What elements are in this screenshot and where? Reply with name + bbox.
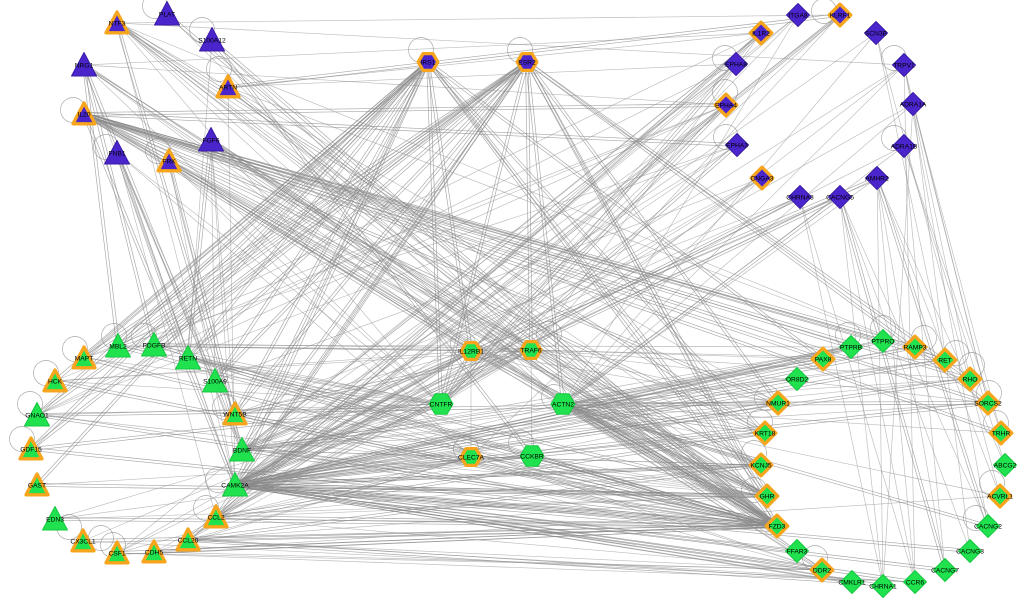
svg-text:CNGA3: CNGA3 xyxy=(750,176,773,183)
svg-text:FFAR3: FFAR3 xyxy=(787,549,808,556)
svg-text:CACNG5: CACNG5 xyxy=(826,195,854,202)
svg-text:WNT5B: WNT5B xyxy=(223,412,247,419)
svg-text:CACNG2: CACNG2 xyxy=(974,524,1002,531)
svg-text:KLRF1: KLRF1 xyxy=(830,13,851,20)
svg-text:KCNJ5: KCNJ5 xyxy=(750,463,771,470)
svg-text:NMUR1: NMUR1 xyxy=(766,401,790,408)
svg-text:MAPT: MAPT xyxy=(75,356,94,363)
svg-text:PTPRB: PTPRB xyxy=(840,345,863,352)
svg-text:PTPRO: PTPRO xyxy=(871,339,894,346)
svg-text:CHRNA3: CHRNA3 xyxy=(786,195,814,202)
svg-text:ACTN2: ACTN2 xyxy=(552,402,574,409)
svg-text:GDF15: GDF15 xyxy=(20,447,42,454)
svg-text:PDGFB: PDGFB xyxy=(142,343,166,350)
svg-text:FGF6: FGF6 xyxy=(202,138,219,145)
svg-text:GHR: GHR xyxy=(760,494,775,501)
svg-text:CCL2: CCL2 xyxy=(207,515,224,522)
svg-text:IL20: IL20 xyxy=(77,112,90,119)
svg-text:CACNG7: CACNG7 xyxy=(931,568,959,575)
svg-text:RAMP3: RAMP3 xyxy=(903,345,926,352)
svg-text:CDH5: CDH5 xyxy=(145,550,163,557)
svg-text:ITGA8: ITGA8 xyxy=(788,13,808,20)
svg-text:CSF1: CSF1 xyxy=(108,551,125,558)
svg-text:EPHA4: EPHA4 xyxy=(715,103,737,110)
svg-text:NTF3: NTF3 xyxy=(109,21,126,28)
svg-text:SCN3B: SCN3B xyxy=(865,31,888,38)
svg-text:CACNG3: CACNG3 xyxy=(956,549,984,556)
svg-text:DDR2: DDR2 xyxy=(813,568,831,575)
svg-text:MBL2: MBL2 xyxy=(109,344,127,351)
svg-text:ARTN: ARTN xyxy=(219,85,237,92)
svg-text:AMHR2: AMHR2 xyxy=(865,176,889,183)
svg-text:CAMK2A: CAMK2A xyxy=(221,483,249,490)
svg-text:IRS1: IRS1 xyxy=(421,60,436,67)
svg-text:ABCG2: ABCG2 xyxy=(994,463,1017,470)
svg-text:ADRA1A: ADRA1A xyxy=(900,102,927,109)
svg-text:HCK: HCK xyxy=(48,379,63,386)
svg-text:CCKBR: CCKBR xyxy=(520,454,544,461)
svg-text:PLAT: PLAT xyxy=(159,12,175,19)
svg-text:RETN: RETN xyxy=(179,356,197,363)
svg-text:TRPV1: TRPV1 xyxy=(893,63,915,70)
svg-text:EPHA3: EPHA3 xyxy=(726,143,748,150)
svg-text:ADRA1B: ADRA1B xyxy=(891,144,918,151)
svg-text:TRAF6: TRAF6 xyxy=(520,348,541,355)
svg-text:PAX8: PAX8 xyxy=(815,357,832,364)
svg-text:CLEC7A: CLEC7A xyxy=(458,455,485,462)
svg-text:SORCS2: SORCS2 xyxy=(974,401,1002,408)
svg-text:BDNF: BDNF xyxy=(233,448,251,455)
svg-text:CCR6: CCR6 xyxy=(906,580,924,587)
svg-text:IL1R2: IL1R2 xyxy=(752,31,770,38)
svg-text:KRT18: KRT18 xyxy=(755,431,776,438)
svg-text:TRHR: TRHR xyxy=(992,431,1011,438)
svg-text:FNB1: FNB1 xyxy=(108,151,125,158)
svg-text:OR8D2: OR8D2 xyxy=(786,377,809,384)
svg-text:FZD3: FZD3 xyxy=(769,524,786,531)
svg-text:EDN3: EDN3 xyxy=(46,517,64,524)
svg-text:CCL20: CCL20 xyxy=(178,538,199,545)
svg-text:GNAO1: GNAO1 xyxy=(25,413,49,420)
svg-text:S100A9: S100A9 xyxy=(203,379,227,386)
svg-text:CMKLR1: CMKLR1 xyxy=(838,580,865,587)
svg-text:EPHA8: EPHA8 xyxy=(725,62,747,69)
svg-text:NRG1: NRG1 xyxy=(75,63,94,70)
svg-text:GAST: GAST xyxy=(28,483,46,490)
svg-text:RET: RET xyxy=(938,358,951,365)
svg-text:ACVRL1: ACVRL1 xyxy=(987,494,1013,501)
svg-text:CNTFR: CNTFR xyxy=(430,402,453,409)
svg-text:ESR2: ESR2 xyxy=(518,60,536,67)
svg-text:FRK: FRK xyxy=(162,159,176,166)
svg-text:CHRNA1: CHRNA1 xyxy=(869,584,897,591)
svg-text:IL12RB1: IL12RB1 xyxy=(458,349,484,356)
svg-text:S100A12: S100A12 xyxy=(198,38,226,45)
svg-text:CX3CL1: CX3CL1 xyxy=(70,539,96,546)
svg-text:RHO: RHO xyxy=(963,377,978,384)
